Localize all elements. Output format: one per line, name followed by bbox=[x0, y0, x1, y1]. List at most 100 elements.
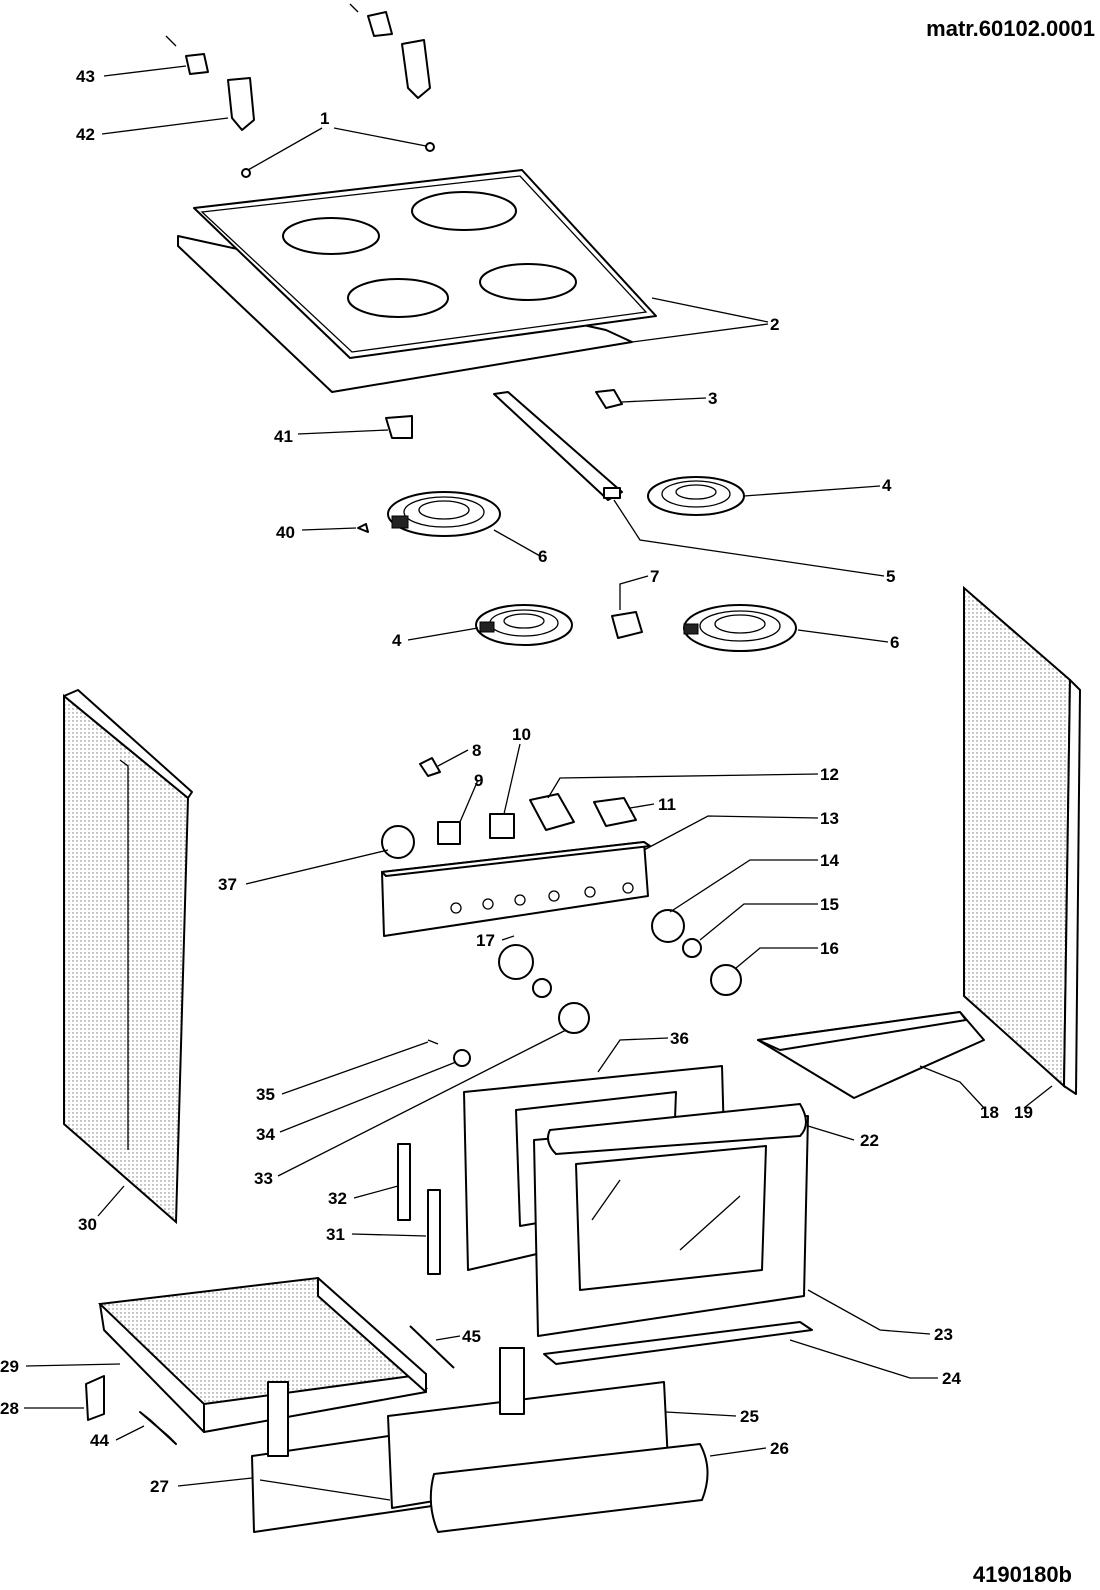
heating-element-4-lower-left bbox=[475, 604, 573, 646]
pin-35 bbox=[427, 1039, 439, 1045]
callout-33: 33 bbox=[254, 1169, 273, 1188]
thermostat-9 bbox=[437, 821, 461, 845]
callout-16: 16 bbox=[820, 939, 839, 958]
callout-9: 9 bbox=[474, 771, 483, 790]
leader-36 bbox=[597, 1037, 669, 1073]
leader-23 bbox=[807, 1289, 931, 1335]
door-handle bbox=[547, 1103, 807, 1155]
drawer-runner-27 bbox=[251, 1381, 433, 1533]
leader-29 bbox=[25, 1363, 121, 1367]
leader-4b bbox=[407, 627, 479, 641]
connector-7 bbox=[611, 611, 643, 639]
rail-24 bbox=[543, 1321, 813, 1365]
callout-45: 45 bbox=[462, 1327, 481, 1346]
leader-10 bbox=[503, 743, 521, 815]
callout-7: 7 bbox=[650, 567, 659, 586]
leader-25 bbox=[665, 1411, 737, 1417]
screw-left bbox=[241, 168, 251, 178]
callout-2: 2 bbox=[770, 315, 779, 334]
leader-5 bbox=[613, 499, 885, 577]
hob-hinge-right bbox=[349, 3, 431, 99]
leader-35 bbox=[281, 1041, 429, 1095]
callout-34: 34 bbox=[256, 1125, 275, 1144]
lamp-8 bbox=[419, 757, 441, 777]
leader-43 bbox=[103, 65, 187, 77]
leader-33 bbox=[277, 1029, 567, 1177]
callout-14: 14 bbox=[820, 851, 839, 870]
callout-3: 3 bbox=[708, 389, 717, 408]
control-panel-fascia bbox=[381, 841, 651, 937]
callout-29: 29 bbox=[0, 1357, 19, 1376]
switch-12 bbox=[529, 793, 575, 831]
callout-10: 10 bbox=[512, 725, 531, 744]
callout-19: 19 bbox=[1014, 1103, 1033, 1122]
leader-6a bbox=[493, 529, 541, 557]
leader-34 bbox=[279, 1061, 457, 1133]
bracket-41 bbox=[385, 415, 413, 439]
vent-deflector bbox=[757, 1011, 985, 1099]
leader-12 bbox=[547, 773, 819, 799]
leader-44 bbox=[115, 1425, 145, 1441]
drawer-front-26 bbox=[429, 1443, 709, 1533]
leader-4a bbox=[743, 485, 881, 497]
side-panel-right bbox=[963, 585, 1081, 1095]
knob-16 bbox=[710, 964, 742, 996]
leader-2a bbox=[651, 297, 769, 323]
support-bar bbox=[493, 391, 623, 501]
leader-8 bbox=[437, 749, 469, 767]
leader-14 bbox=[669, 859, 818, 913]
leader-41 bbox=[297, 429, 389, 435]
leader-13 bbox=[643, 815, 819, 851]
callout-36: 36 bbox=[670, 1029, 689, 1048]
callout-31: 31 bbox=[326, 1225, 345, 1244]
leader-31 bbox=[351, 1233, 427, 1237]
screw-right bbox=[425, 142, 435, 152]
heating-element-4-upper-right bbox=[647, 476, 745, 516]
callout-1: 1 bbox=[320, 109, 329, 128]
leader-3 bbox=[621, 397, 707, 403]
lamp-cover-34 bbox=[453, 1049, 471, 1067]
heating-element-6-lower-right bbox=[683, 604, 797, 652]
storage-drawer-29 bbox=[98, 1276, 429, 1433]
hob-hinge-left bbox=[165, 35, 255, 131]
callout-4-lower: 4 bbox=[392, 631, 402, 650]
leader-42 bbox=[101, 117, 229, 135]
callout-41: 41 bbox=[274, 427, 293, 446]
callout-12: 12 bbox=[820, 765, 839, 784]
leader-11 bbox=[629, 803, 655, 809]
callout-35: 35 bbox=[256, 1085, 275, 1104]
callout-23: 23 bbox=[934, 1325, 953, 1344]
leader-32 bbox=[353, 1185, 399, 1199]
bracket-28 bbox=[85, 1375, 105, 1421]
leader-27b bbox=[259, 1479, 391, 1501]
material-code: matr.60102.0001 bbox=[926, 16, 1095, 41]
leader-7 bbox=[619, 575, 649, 610]
callout-5: 5 bbox=[886, 567, 895, 586]
leader-27 bbox=[177, 1477, 253, 1487]
leader-1a bbox=[247, 127, 323, 171]
leader-24 bbox=[789, 1339, 938, 1379]
knob-33 bbox=[558, 1002, 590, 1034]
callout-6-left: 6 bbox=[538, 547, 547, 566]
leader-26 bbox=[709, 1447, 767, 1457]
ceramic-hob-top bbox=[177, 169, 657, 393]
timer-37 bbox=[381, 825, 415, 859]
callout-17: 17 bbox=[476, 931, 495, 950]
callout-22: 22 bbox=[860, 1131, 879, 1150]
spring-15 bbox=[682, 938, 702, 958]
callout-13: 13 bbox=[820, 809, 839, 828]
callout-15: 15 bbox=[820, 895, 839, 914]
callout-32: 32 bbox=[328, 1189, 347, 1208]
callout-27: 27 bbox=[150, 1477, 169, 1496]
leader-19 bbox=[1023, 1085, 1053, 1109]
leader-9 bbox=[459, 779, 479, 823]
callout-4-upper: 4 bbox=[882, 476, 892, 495]
callout-42: 42 bbox=[76, 125, 95, 144]
callout-40: 40 bbox=[276, 523, 295, 542]
side-panel-left bbox=[63, 689, 193, 1225]
callout-37: 37 bbox=[218, 875, 237, 894]
leader-45 bbox=[435, 1335, 461, 1341]
pin-45 bbox=[409, 1325, 455, 1369]
callout-43: 43 bbox=[76, 67, 95, 86]
